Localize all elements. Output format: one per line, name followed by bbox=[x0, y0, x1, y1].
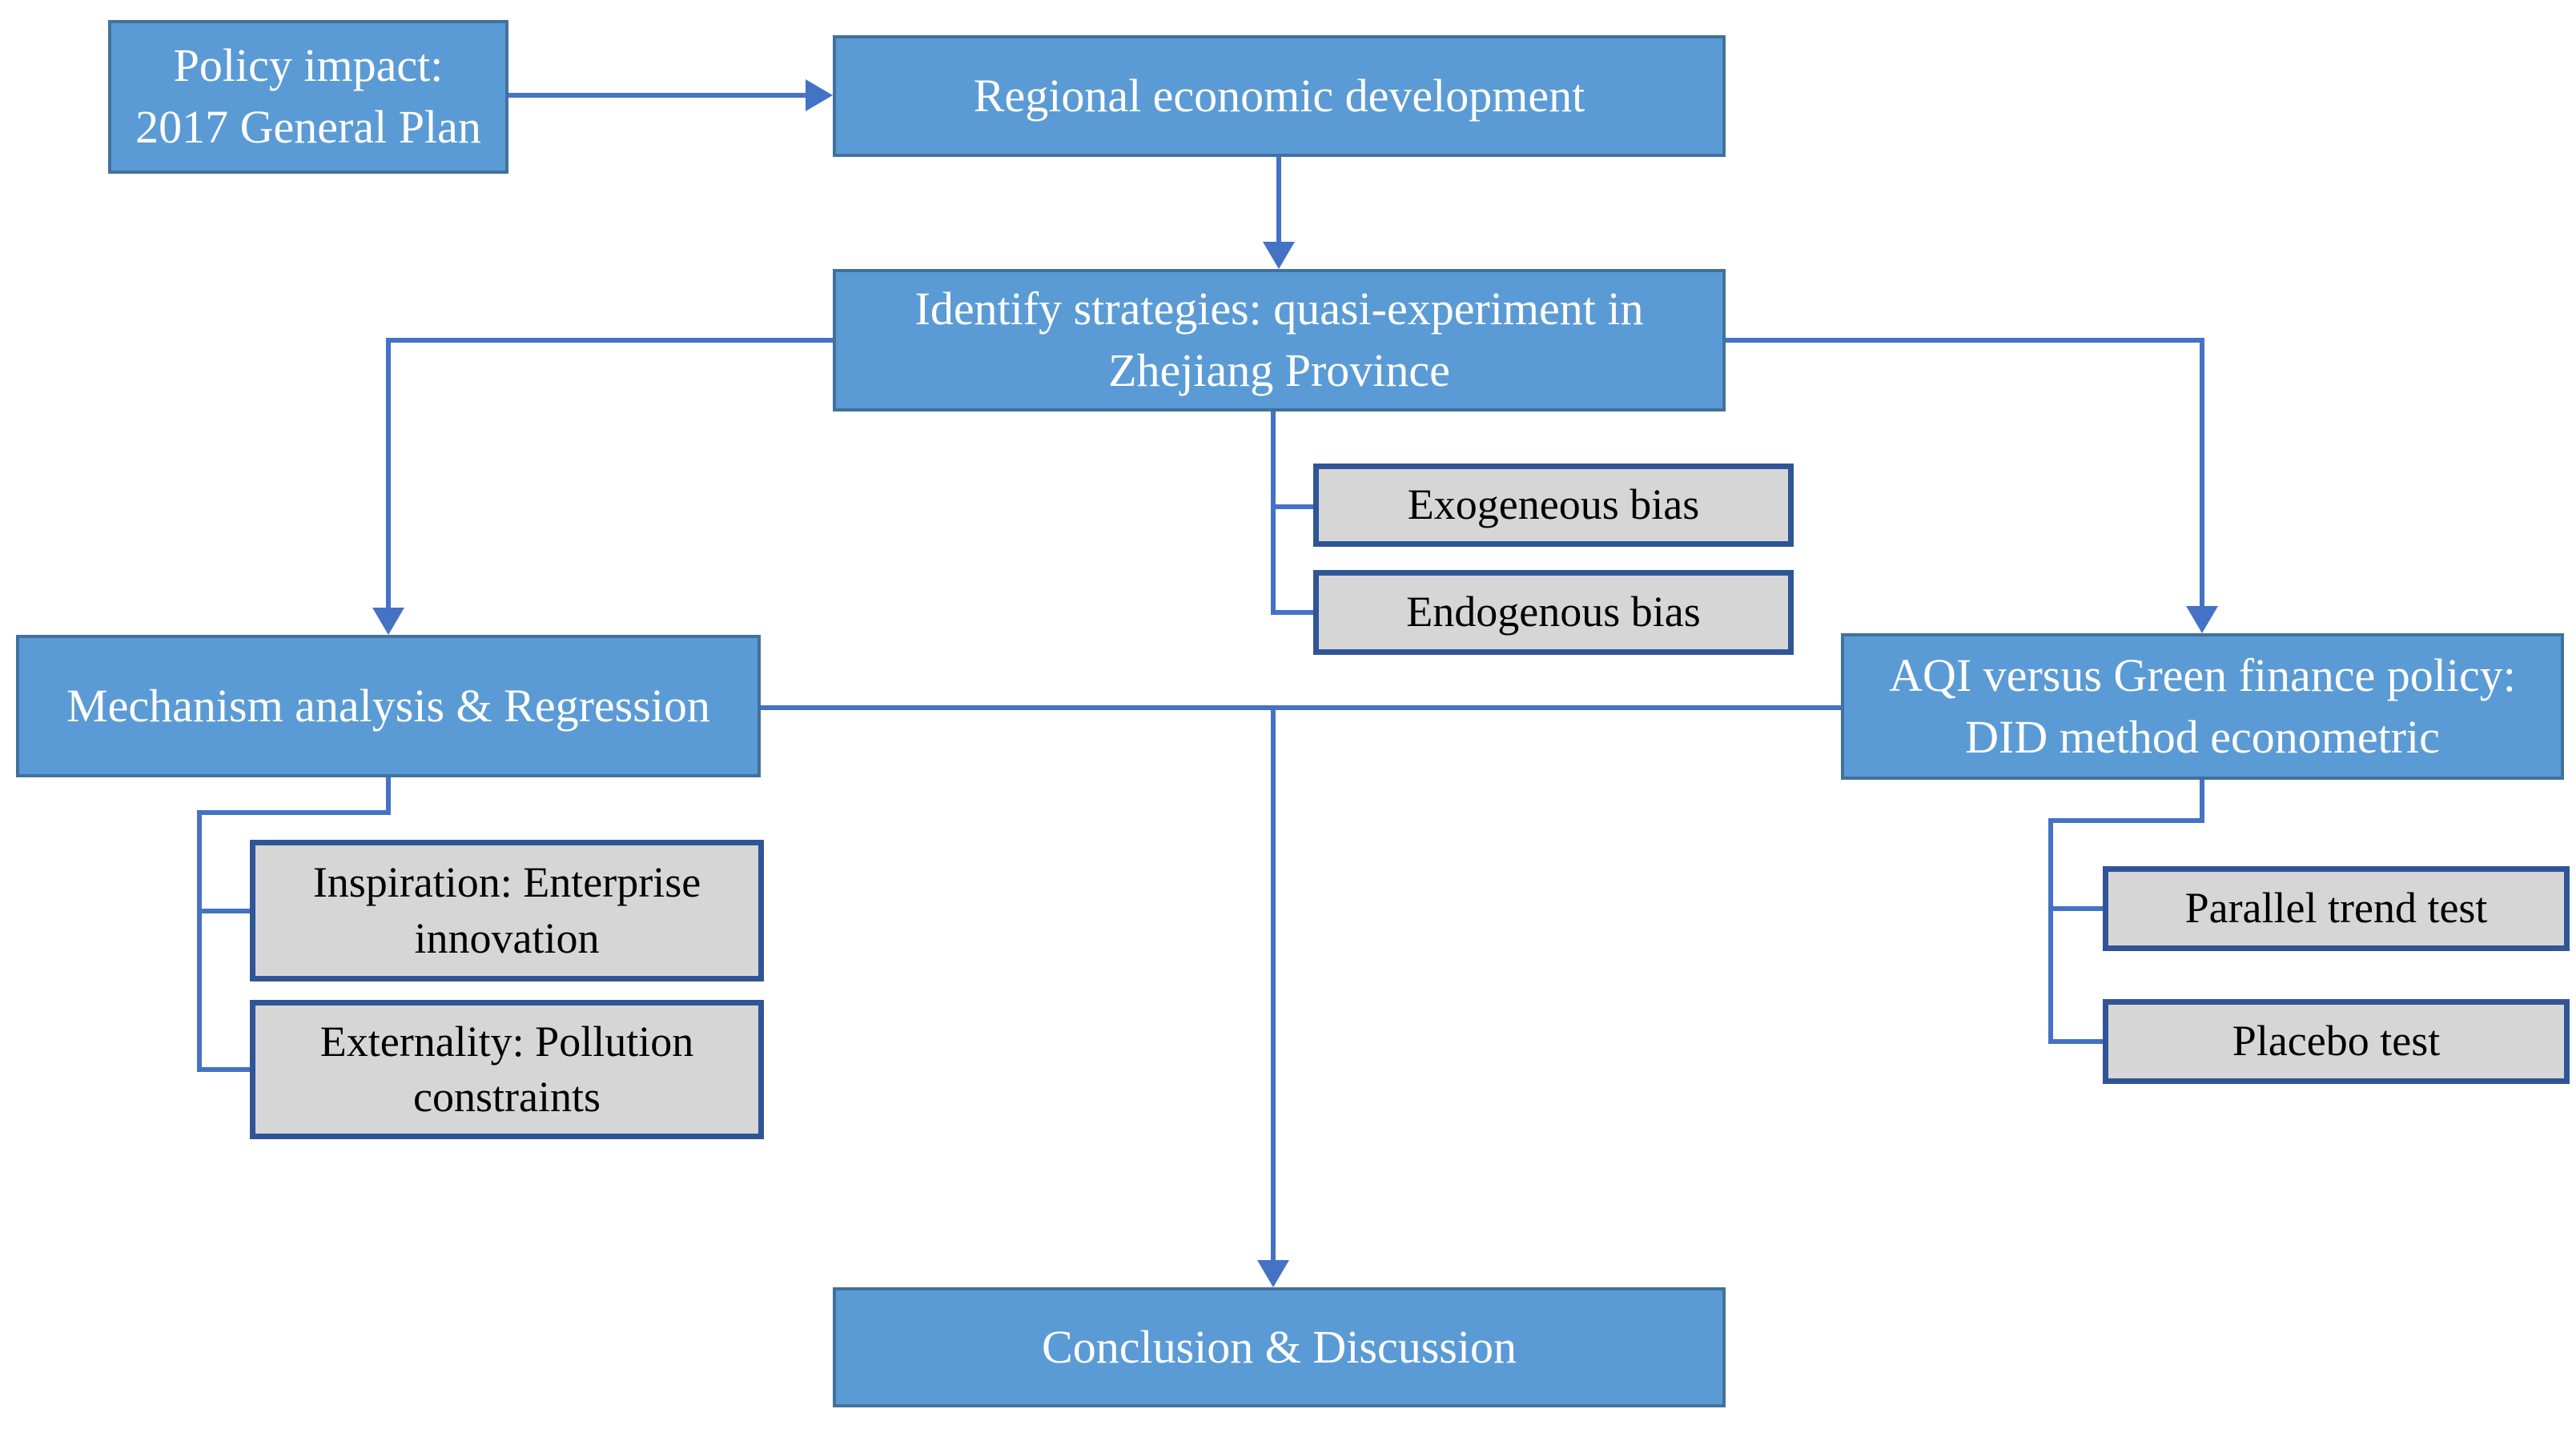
identify-strategies-box: Identify strategies: quasi-experiment in… bbox=[833, 269, 1726, 411]
policy-impact-label-line2: 2017 General Plan bbox=[135, 101, 481, 153]
placebo-test-box: Placebo test bbox=[2103, 999, 2570, 1084]
externality-pollution-label-line2: constraints bbox=[413, 1073, 601, 1121]
endogenous-bias-box: Endogenous bias bbox=[1313, 570, 1794, 655]
parallel-trend-box: Parallel trend test bbox=[2103, 866, 2570, 951]
connector-stub-exogeneous bbox=[1271, 504, 1313, 509]
aqi-did-label-line2: DID method econometric bbox=[1965, 710, 2440, 763]
inspiration-innovation-label-line1: Inspiration: Enterprise bbox=[312, 858, 701, 907]
connector-to-conclusion bbox=[1271, 705, 1276, 1261]
inspiration-innovation-label-line2: innovation bbox=[414, 913, 600, 962]
connector-stub-placebo bbox=[2048, 1039, 2105, 1044]
connector-right-branch-jog bbox=[2048, 818, 2204, 823]
connector-mechanism-to-aqi bbox=[761, 705, 1841, 710]
policy-impact-box: Policy impact: 2017 General Plan bbox=[108, 20, 508, 174]
inspiration-innovation-box: Inspiration: Enterprise innovation bbox=[250, 840, 764, 981]
externality-pollution-box: Externality: Pollution constraints bbox=[250, 1000, 764, 1139]
connector-left-branch-jog bbox=[197, 810, 391, 815]
mechanism-analysis-label: Mechanism analysis & Regression bbox=[66, 679, 710, 732]
arrowhead-into-conclusion bbox=[1257, 1260, 1289, 1287]
connector-identify-right-vertical bbox=[2200, 338, 2204, 608]
connector-left-branch-vertical bbox=[197, 810, 202, 1072]
arrowhead-into-aqi bbox=[2186, 606, 2218, 633]
connector-aqi-bottom-stub bbox=[2200, 780, 2204, 823]
connector-policy-to-regional bbox=[508, 93, 809, 98]
connector-stub-externality bbox=[197, 1067, 252, 1072]
conclusion-label: Conclusion & Discussion bbox=[1042, 1320, 1517, 1373]
connector-identify-left-vertical bbox=[386, 338, 391, 610]
mechanism-analysis-box: Mechanism analysis & Regression bbox=[16, 635, 761, 777]
externality-pollution-label-line1: Externality: Pollution bbox=[319, 1017, 694, 1066]
arrowhead-into-regional bbox=[806, 79, 833, 111]
identify-strategies-label-line1: Identify strategies: quasi-experiment in bbox=[914, 283, 1644, 335]
connector-identify-left-horizontal bbox=[386, 338, 833, 343]
aqi-did-box: AQI versus Green finance policy: DID met… bbox=[1841, 633, 2564, 780]
regional-development-box: Regional economic development bbox=[833, 35, 1726, 157]
connector-bias-branch-vertical bbox=[1271, 411, 1276, 615]
connector-identify-right-horizontal bbox=[1726, 338, 2204, 343]
endogenous-bias-label: Endogenous bias bbox=[1406, 588, 1701, 636]
arrowhead-into-mechanism bbox=[372, 608, 404, 635]
regional-development-label: Regional economic development bbox=[973, 69, 1585, 122]
placebo-test-label: Placebo test bbox=[2232, 1017, 2441, 1066]
exogeneous-bias-box: Exogeneous bias bbox=[1313, 464, 1794, 547]
exogeneous-bias-label: Exogeneous bias bbox=[1407, 480, 1700, 529]
connector-stub-inspiration bbox=[197, 909, 252, 913]
connector-right-branch-vertical bbox=[2048, 818, 2053, 1044]
parallel-trend-label: Parallel trend test bbox=[2184, 884, 2488, 933]
connector-stub-endogenous bbox=[1271, 610, 1313, 615]
policy-impact-label-line1: Policy impact: bbox=[173, 39, 444, 92]
connector-stub-parallel bbox=[2048, 906, 2105, 911]
connector-mechanism-bottom-stub bbox=[386, 777, 391, 815]
arrowhead-into-identify bbox=[1263, 242, 1295, 269]
conclusion-box: Conclusion & Discussion bbox=[833, 1287, 1726, 1407]
connector-regional-to-identify bbox=[1276, 157, 1281, 245]
aqi-did-label-line1: AQI versus Green finance policy: bbox=[1889, 648, 2516, 701]
identify-strategies-label-line2: Zhejiang Province bbox=[1108, 344, 1450, 396]
